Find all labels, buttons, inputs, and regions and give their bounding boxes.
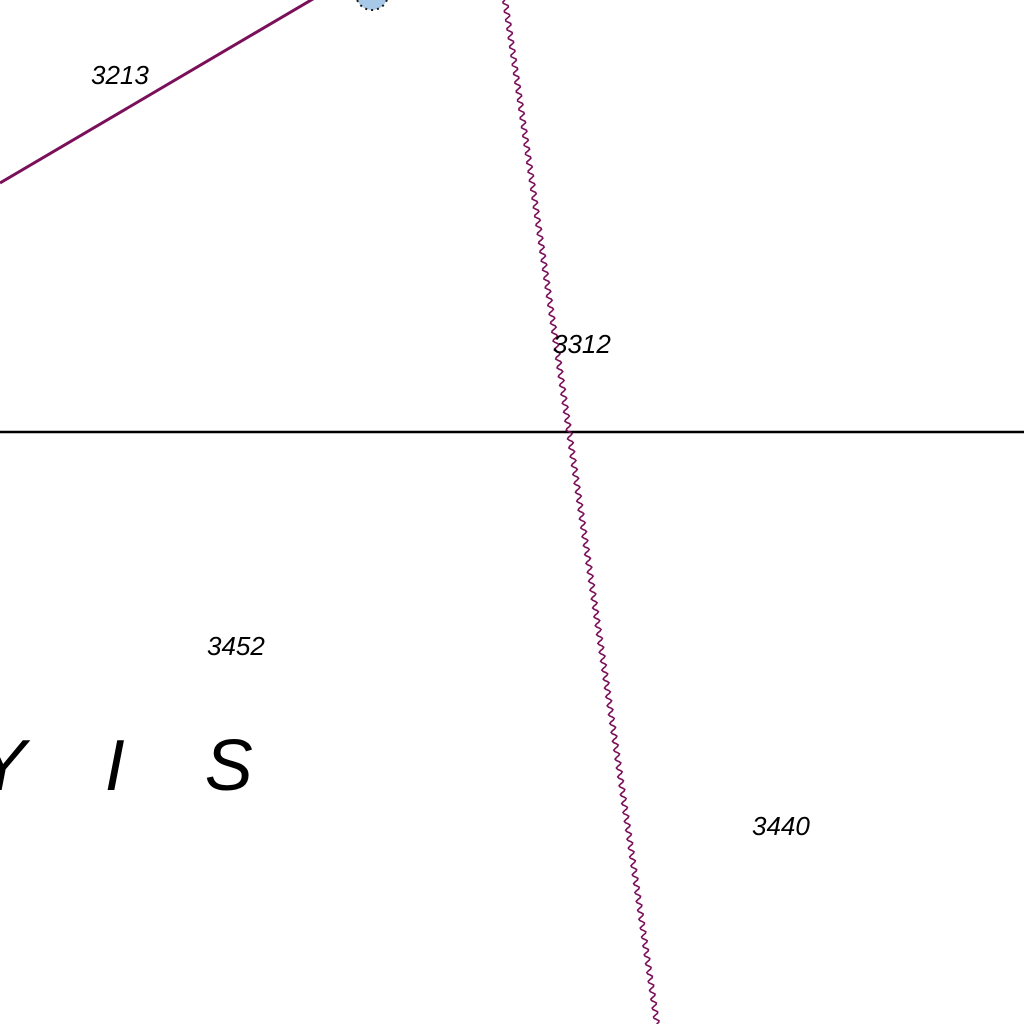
depth-sounding-3440: 3440 bbox=[752, 811, 810, 841]
buoy-symbol[interactable] bbox=[356, 0, 388, 11]
maritime-limit-line bbox=[0, 0, 315, 185]
depth-sounding-3213: 3213 bbox=[91, 60, 149, 90]
region-name-label: Y I S bbox=[0, 726, 283, 806]
depth-sounding-3452: 3452 bbox=[207, 631, 265, 661]
depth-sounding-3312: 3312 bbox=[553, 329, 611, 359]
submarine-cable-line bbox=[502, 0, 660, 1024]
